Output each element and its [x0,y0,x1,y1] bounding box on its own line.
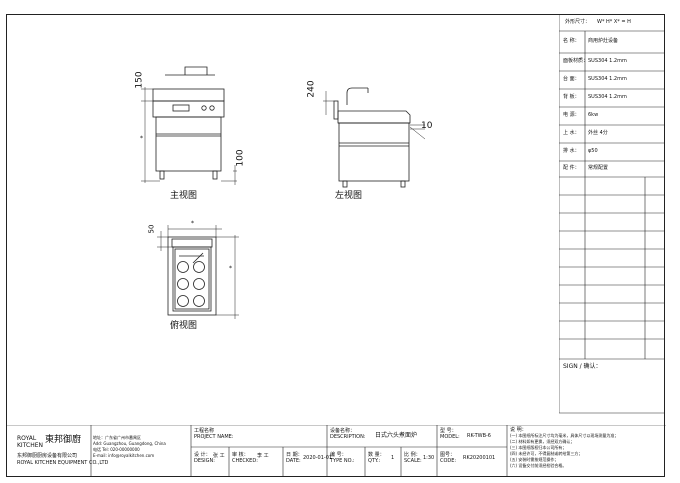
top-view-drawing [157,225,239,319]
spec-row-label: 排 水： [563,148,580,154]
model-label: 型 号： [440,428,457,434]
top-dim-width: * [191,220,194,227]
model-value: RK-TWB-6 [467,433,491,439]
note-item: (二) 材料如有更换，须经双方确认； [510,439,575,444]
designer-label-en: DESIGN: [194,458,215,464]
project-label-cn: 工程名称 [194,428,215,434]
date-value: 2020-01-01 [303,455,333,461]
spec-row-value: 外丝 4分 [588,130,608,136]
address-line: Add: Guangzhou, Guangdong, China [93,441,166,446]
qty-label: 数 量： [368,452,385,458]
code-label-en: CODE: [440,458,457,464]
qty-value: 1 [391,455,395,461]
code-value: RK20200101 [463,455,496,461]
left-dim-callout: 10 [421,121,433,131]
checker-value: 李 工 [257,453,269,459]
address-line: 地址：广东省广州市番禺区 [93,435,141,440]
spec-row-value: SUS304 1.2mm [588,94,627,100]
note-item: (四) 未经许可，不得复制或转给第三方； [510,451,583,456]
type-label: 编 号： [330,452,347,458]
top-dim-depth: * [229,265,232,272]
checker-label: 审 核： [232,452,249,458]
spec-row-value: φ50 [588,148,598,154]
scale-label: 比 例： [404,452,421,458]
brand-en-1: ROYAL [17,435,37,442]
model-label-en: MODEL: [440,434,460,440]
spec-row-label: 上 水： [563,130,580,136]
spec-size-label: 外形尺寸： [565,19,591,25]
type-label-en: TYPE NO.: [330,458,355,464]
scale-value: 1:30 [423,455,435,461]
qty-label-en: QTY.: [368,458,381,464]
front-dim-height: * [140,135,143,142]
spec-row-label: 电 源： [563,112,580,118]
spec-row-label: 配 件： [563,165,580,171]
spec-row-value: SUS304 1.2mm [588,76,627,82]
spec-row-value: SUS304 1.2mm [588,58,627,64]
desc-label: 设备名称： [330,428,356,434]
front-view-drawing [141,66,237,185]
date-label: 日 期： [286,452,303,458]
designer-value: 张 工 [213,453,225,459]
address-line: E-mail: info@royalkitchen.com [93,453,155,458]
company-cn: 东邦御厨厨房设备有限公司 [17,453,78,459]
spec-table-grid [559,15,664,414]
spec-row-value: 6kw [588,112,599,118]
spec-size-value: W* H* X* = H [597,19,631,25]
brand-en-2: KITCHEN [17,442,43,449]
desc-value: 日式六头煮面炉 [375,432,418,439]
front-dim-bottom: 100 [235,149,246,167]
left-dim-top: 240 [306,80,317,98]
spec-row-label: 面板材质： [563,58,589,64]
company-en: ROYAL KITCHEN EQUIPMENT CO.,LTD [17,460,109,466]
code-label: 图号： [440,452,456,458]
drawing-area [141,66,426,319]
left-view-drawing [323,87,426,188]
address-line: 电话 Tel: 020-00000000 [93,447,140,452]
spec-row-label: 背 板： [563,94,580,100]
spec-row-value: 商用炉灶设备 [588,38,619,44]
note-item: (三) 本图纸版权归本公司所有； [510,445,567,450]
note-item: (六) 设备交付前须经检验合格。 [510,463,567,468]
date-label-en: DATE: [286,458,301,464]
note-item: (五) 安装时需按规范操作； [510,457,559,462]
top-view-label: 俯视图 [170,321,198,331]
front-view-label: 主视图 [170,191,198,201]
title-block-grid [7,425,666,477]
sign-label: SIGN / 确认： [563,363,602,370]
notes-title: 说 明： [510,427,527,433]
front-dim-top: 150 [134,71,145,89]
note-item: (一) 本图纸所标注尺寸均为毫米，具体尺寸以现场测量为准； [510,433,619,438]
project-label-en: PROJECT NAME: [194,434,234,440]
spec-row-value: 常规配置 [588,165,609,171]
left-view-label: 左视图 [335,191,363,201]
designer-label: 设 计： [194,452,211,458]
desc-label-en: DESCRIPTION: [330,434,366,440]
spec-row-label: 台 面： [563,76,580,82]
checker-label-en: CHECKED: [232,458,258,464]
drawing-sheet: 150 * 100 主视图 240 10 左视图 50 * * 俯视图 外形尺寸… [6,14,666,477]
top-dim-corner: 50 [147,224,156,234]
brand-cn-logo: 東邦御廚 [45,435,82,445]
spec-row-label: 名 称： [563,38,580,44]
scale-label-en: SCALE: [404,458,422,464]
